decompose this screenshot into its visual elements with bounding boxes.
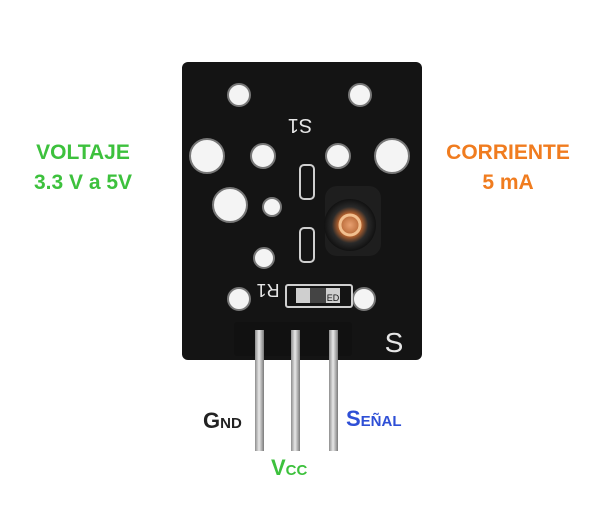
pin-label-signal: Señal [346,406,402,431]
voltage-title: VOLTAJE [36,141,130,164]
current-title: CORRIENTE [446,141,570,164]
pcb-board [182,62,422,360]
pin-gnd [255,330,264,451]
pin-label-vcc: Vcc [271,455,308,480]
pin-vcc [291,330,300,451]
silkscreen-outlines [285,164,353,308]
silkscreen-s1: S1 [288,114,312,136]
board-holes [189,83,410,311]
pin-signal [329,330,338,451]
led-component [324,186,381,256]
header-pins [255,330,338,451]
voltage-label: VOLTAJE 3.3 V a 5V [18,138,148,198]
current-label: CORRIENTE 5 mA [438,138,578,198]
silkscreen-s: S [385,327,404,358]
silkscreen-r1: R1 [256,280,279,300]
voltage-value: 3.3 V a 5V [33,171,133,194]
silkscreen-ed: ED [327,293,340,303]
current-value: 5 mA [482,171,534,194]
pin-label-gnd: Gnd [203,408,242,433]
